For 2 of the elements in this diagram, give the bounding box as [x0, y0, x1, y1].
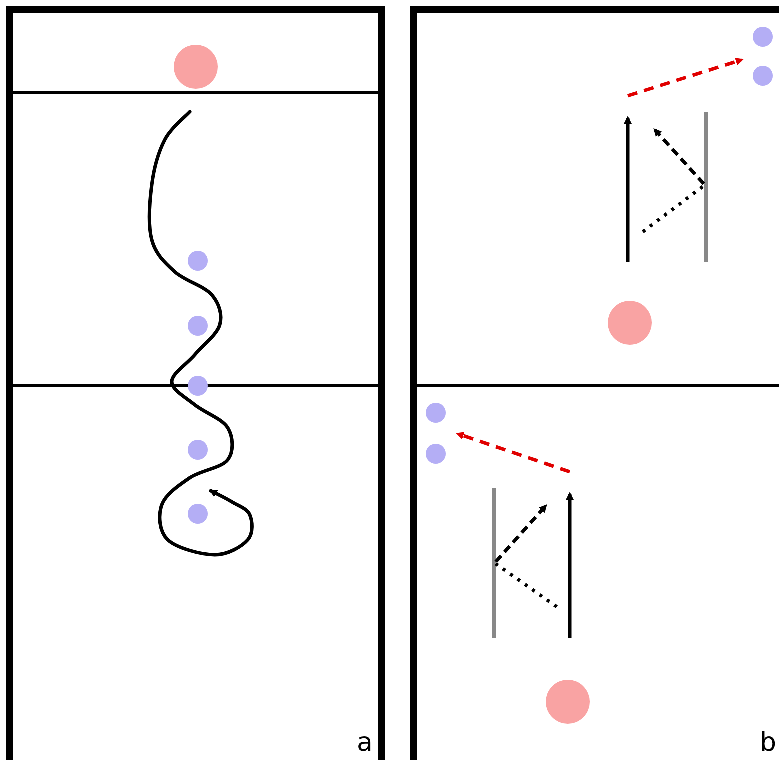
panel-letter: a [357, 730, 373, 756]
panel-letter: b [760, 730, 777, 756]
